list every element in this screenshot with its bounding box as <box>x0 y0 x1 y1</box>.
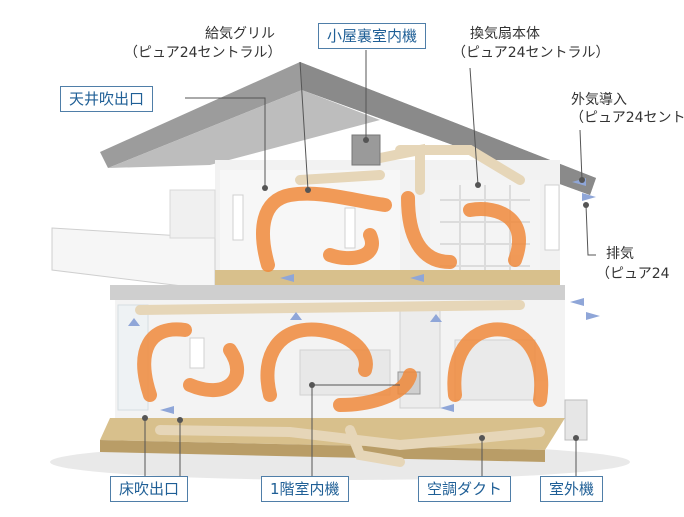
window-2f-right <box>544 184 560 251</box>
window-2f-left <box>232 194 244 241</box>
airflow-1f-a <box>137 322 192 402</box>
kitchen-counter <box>299 349 391 396</box>
balcony-window <box>169 189 216 239</box>
airflow-1f-d <box>333 368 417 412</box>
supply-grille-sublabel: （ピュア24セントラル） <box>124 45 282 61</box>
airflow-1f-b <box>183 343 245 397</box>
second-floor-floor <box>215 270 560 285</box>
roof-underside <box>108 90 380 168</box>
outdoor-intake-label: 外気導入 <box>571 92 627 108</box>
window-2f-mid <box>344 207 356 249</box>
exhaust-label: 排気 <box>606 246 634 262</box>
ceiling-outlet-label: 天井吹出口 <box>60 86 154 112</box>
attic-unit-label: 小屋裏室内機 <box>318 23 427 49</box>
foundation <box>100 440 545 462</box>
airflow-2f-a <box>256 186 392 272</box>
floor-slab <box>110 285 565 300</box>
airflow-2f-c <box>401 191 457 269</box>
airflow-1f-c <box>260 322 373 402</box>
exhaust-fan-label: 換気扇本体 <box>470 26 540 42</box>
air-arrows <box>128 178 600 414</box>
exhaust-sublabel: （ピュア24 <box>596 266 670 282</box>
airflow-loops <box>137 186 549 412</box>
duct-network <box>135 143 545 467</box>
leader-dots <box>142 137 589 441</box>
airflow-1f-e <box>447 322 549 407</box>
first-floor-unit-label: 1階室内機 <box>261 476 349 502</box>
first-floor-window-small <box>189 337 205 369</box>
second-floor-room-left <box>220 170 400 280</box>
exhaust-fan-sublabel: （ピュア24セントラル） <box>452 45 610 61</box>
airflow-2f-b <box>323 228 379 266</box>
outdoor-intake-sublabel: （ピュア24セント <box>570 110 684 126</box>
floor-outlet-label: 床吹出口 <box>110 476 189 502</box>
outdoor-unit-label: 室外機 <box>540 476 604 502</box>
supply-grille-label: 給気グリル <box>205 26 275 42</box>
leader-lines <box>144 50 596 476</box>
outdoor-unit-box <box>564 399 588 441</box>
ac-duct-label: 空調ダクト <box>418 476 512 502</box>
airflow-2f-d <box>463 202 526 267</box>
